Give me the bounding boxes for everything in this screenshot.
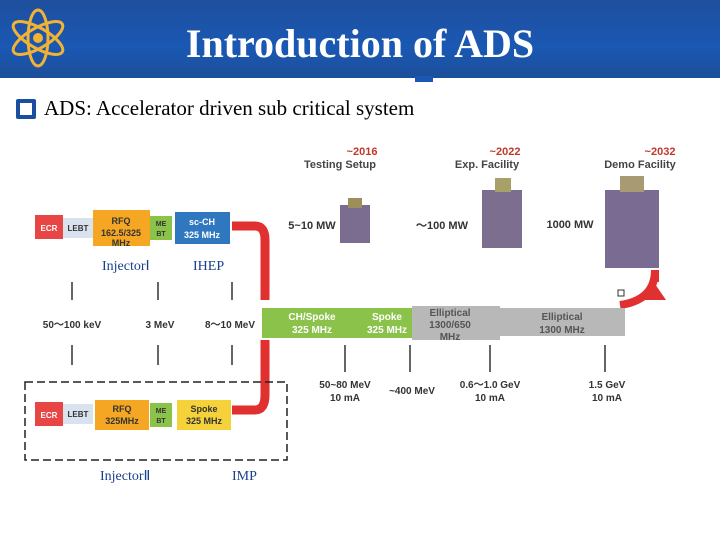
elliptical-2-box	[500, 308, 625, 336]
exp-reactor-icon	[482, 190, 522, 248]
sc-ch-box	[175, 212, 230, 244]
svg-text:MHz: MHz	[112, 238, 131, 248]
svg-text:1300 MHz: 1300 MHz	[539, 325, 585, 336]
injector2-dashed-box	[24, 381, 288, 461]
svg-text:325 MHz: 325 MHz	[367, 325, 407, 336]
svg-text:325 MHz: 325 MHz	[184, 230, 221, 240]
energy-label: 50～100 keV	[43, 320, 102, 331]
svg-text:BT: BT	[156, 418, 166, 425]
injector2-red-arrow	[232, 340, 270, 415]
svg-text:325 MHz: 325 MHz	[186, 416, 223, 426]
injector1-chain: ECR LEBT RFQ 162.5/325 MHz ME BT sc-CH 3…	[35, 210, 230, 248]
timeline-name: Demo Facility	[604, 159, 676, 171]
bullet-icon	[16, 98, 36, 119]
svg-text:325MHz: 325MHz	[105, 416, 139, 426]
testing-reactor-icon	[340, 205, 370, 243]
bullet-text: ADS: Accelerator driven sub critical sys…	[44, 96, 415, 120]
timeline-year: ~2032	[645, 146, 676, 158]
injector2-institute: IMP	[232, 469, 257, 484]
energy-label: 3 MeV	[146, 320, 175, 331]
svg-text:RFQ: RFQ	[113, 404, 132, 414]
svg-text:1300/650: 1300/650	[429, 320, 471, 331]
svg-text:BT: BT	[156, 231, 166, 238]
main-linac-chain: CH/Spoke 325 MHz Spoke 325 MHz Elliptica…	[262, 306, 625, 343]
mebt-box	[150, 216, 172, 240]
timeline-year: ~2022	[490, 146, 521, 158]
injector1-label: InjectorⅠ	[102, 259, 150, 274]
svg-text:Spoke: Spoke	[190, 404, 217, 414]
param-current: 10 mA	[592, 393, 622, 404]
param-energy: 50~80 MeV	[319, 380, 371, 391]
injector1-red-arrow	[232, 221, 270, 300]
param-energy: 0.6～1.0 GeV	[460, 380, 521, 391]
rfq-box	[95, 400, 149, 430]
timeline-power: ～100 MW	[416, 220, 469, 232]
energy-label: 8～10 MeV	[205, 320, 255, 331]
injector2-label: InjectorⅡ	[100, 469, 150, 484]
elliptical-1-box	[412, 306, 500, 340]
param-current: 10 mA	[330, 393, 360, 404]
timeline-year: ~2016	[347, 146, 378, 158]
injector2-chain: ECR LEBT RFQ 325MHz ME BT Spoke 325 MHz	[35, 400, 231, 430]
timeline-power: 1000 MW	[546, 219, 594, 231]
timeline-stage-exp: ~2022 Exp. Facility ～100 MW	[416, 146, 522, 248]
bullet-point: ADS: Accelerator driven sub critical sys…	[16, 96, 414, 121]
svg-text:ME: ME	[156, 221, 167, 228]
page-title: Introduction of ADS	[185, 21, 535, 66]
param-current: 10 mA	[475, 393, 505, 404]
timeline-stage-testing: ~2016 Testing Setup 5~10 MW	[288, 146, 377, 243]
param-energy: 1.5 GeV	[589, 380, 626, 391]
small-box-marker	[617, 289, 625, 297]
demo-red-arrow	[619, 269, 659, 309]
svg-text:RFQ: RFQ	[112, 216, 131, 226]
svg-text:162.5/325: 162.5/325	[101, 228, 141, 238]
title-accent	[415, 76, 433, 82]
svg-text:Spoke: Spoke	[372, 312, 402, 323]
svg-text:Elliptical: Elliptical	[541, 312, 582, 323]
mebt-box	[150, 403, 172, 427]
timeline-name: Exp. Facility	[455, 159, 520, 171]
svg-text:Elliptical: Elliptical	[429, 308, 470, 319]
svg-text:LEBT: LEBT	[68, 224, 89, 233]
svg-text:ME: ME	[156, 408, 167, 415]
param-energy: ~400 MeV	[389, 386, 435, 397]
spoke-box	[362, 308, 412, 338]
ecr-box	[35, 402, 63, 426]
lebt-box	[63, 404, 93, 424]
svg-text:ECR: ECR	[41, 411, 58, 420]
demo-reactor-icon	[605, 190, 659, 268]
svg-text:ECR: ECR	[41, 224, 58, 233]
ecr-box	[35, 215, 63, 239]
atom-logo-icon	[11, 8, 65, 68]
injector1-institute: IHEP	[193, 259, 224, 274]
svg-text:CH/Spoke: CH/Spoke	[288, 312, 336, 323]
spoke-box	[177, 400, 231, 430]
rfq-box	[93, 210, 150, 246]
timeline-name: Testing Setup	[304, 159, 376, 171]
lebt-box	[63, 218, 93, 238]
timeline-stage-demo: ~2032 Demo Facility 1000 MW	[546, 146, 677, 268]
svg-text:MHz: MHz	[440, 332, 461, 343]
timeline-power: 5~10 MW	[288, 220, 336, 232]
title-bar: Introduction of ADS	[0, 0, 720, 78]
ch-spoke-box	[262, 308, 362, 338]
svg-text:LEBT: LEBT	[68, 410, 89, 419]
svg-text:325 MHz: 325 MHz	[292, 325, 332, 336]
svg-text:sc-CH: sc-CH	[189, 217, 215, 227]
